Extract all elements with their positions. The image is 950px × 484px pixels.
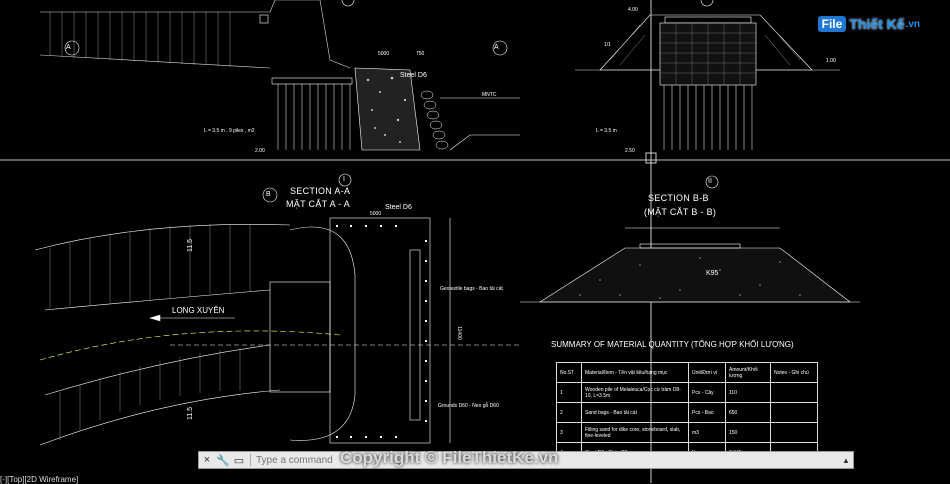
grounds-label: Grounds D60 - Neo gỗ D60 bbox=[438, 403, 499, 409]
steel-d6-plan: Steel D6 bbox=[385, 204, 412, 211]
crosshair-pickbox bbox=[645, 152, 657, 164]
chevron-up-icon[interactable]: ▲ bbox=[842, 455, 850, 465]
marker-ii: II bbox=[708, 178, 712, 185]
table-row: 3 Filling sand for dike core, stoneboard… bbox=[556, 422, 818, 443]
dim-750: 750 bbox=[416, 51, 425, 57]
steel-d6-top: Steel D6 bbox=[400, 72, 427, 79]
table-cell bbox=[770, 382, 818, 403]
table-cell bbox=[770, 422, 818, 443]
wrench-icon[interactable]: 🔧 bbox=[216, 454, 230, 467]
k95-label: K95 bbox=[706, 270, 719, 277]
plan-view bbox=[34, 217, 520, 446]
table-cell: 3 bbox=[556, 422, 582, 443]
table-header-row: No.ST Material/Item - Tên vật liệu/hạng … bbox=[556, 362, 818, 383]
table-header: Unit/Đơn vị bbox=[688, 362, 726, 383]
table-cell: Filling sand for dike core, stoneboard, … bbox=[581, 422, 689, 443]
watermark: Copyright © FileThietKe.vn bbox=[340, 448, 559, 467]
table-cell: Sand bags - Bao tải cát bbox=[581, 402, 689, 423]
material-quantity-table: No.ST Material/Item - Tên vật liệu/hạng … bbox=[556, 362, 818, 463]
table-row: 2 Sand bags - Bao tải cát Pcs - Bao 650 bbox=[556, 402, 818, 423]
summary-title: SUMMARY OF MATERIAL QUANTITY (TỔNG HỢP K… bbox=[551, 340, 794, 349]
table-cell: 150 bbox=[725, 422, 771, 443]
table-header: Material/Item - Tên vật liệu/hạng mục bbox=[581, 362, 689, 383]
dim-11-5-bottom: 11.5 bbox=[187, 406, 195, 421]
dim-11400: 11400 bbox=[455, 326, 462, 340]
section-markers bbox=[64, 0, 719, 203]
table-row: 1 Wooden pile of Melaleuca/Cọc cừ tràm D… bbox=[556, 382, 818, 403]
marker-i: I bbox=[343, 176, 345, 183]
dim-5000: 5000 bbox=[378, 51, 390, 57]
geobag-label: Geotextile bags - Bao tải cát bbox=[440, 286, 503, 292]
separator bbox=[250, 454, 251, 466]
command-line[interactable]: × 🔧 ▭ ▲ bbox=[198, 451, 854, 469]
piles-note: L = 3.5 m , 9 piles , m2 bbox=[204, 128, 255, 134]
close-icon[interactable]: × bbox=[203, 454, 211, 466]
table-cell: 2 bbox=[556, 402, 582, 423]
section-aa-title: SECTION A-A bbox=[290, 186, 351, 196]
logo-box: File bbox=[817, 16, 847, 32]
section-wall-piles bbox=[39, 0, 520, 151]
table-cell: 650 bbox=[725, 402, 771, 423]
long-xuyen-label: LONG XUYÊN bbox=[172, 306, 225, 315]
marker-b: B bbox=[266, 191, 271, 198]
dim-11-5-top: 11.5 bbox=[187, 238, 195, 253]
dim-1-00: 1.00 bbox=[826, 58, 836, 64]
table-header: No.ST bbox=[556, 362, 582, 383]
table-cell: 110 bbox=[725, 382, 771, 403]
command-input[interactable] bbox=[254, 453, 398, 467]
table-cell: 1 bbox=[556, 382, 582, 403]
command-prompt-icon[interactable]: ▭ bbox=[233, 454, 245, 467]
section-bb-title: SECTION B-B bbox=[648, 193, 709, 203]
table-header: Amount/Khối lượng bbox=[725, 362, 771, 383]
slope-label: 1/1 bbox=[604, 42, 611, 48]
table-cell: Pcs - Bao bbox=[688, 402, 726, 423]
section-i-i bbox=[575, 14, 840, 150]
marker-a-left: A bbox=[66, 44, 71, 51]
section-b-b bbox=[520, 227, 860, 303]
marker-a-right: A bbox=[494, 44, 499, 51]
dim-5000-plan: 5000 bbox=[370, 211, 382, 217]
section-bb-subtitle: (MẶT CẮT B - B) bbox=[644, 207, 717, 217]
table-cell: Pcs - Cây bbox=[688, 382, 726, 403]
dim-2-00: 2.00 bbox=[255, 148, 265, 154]
viewport-controls[interactable]: [-][Top][2D Wireframe] bbox=[0, 475, 79, 484]
dim-2-50: 2.50 bbox=[625, 148, 635, 154]
table-cell: Wooden pile of Melaleuca/Cọc cừ tràm D8-… bbox=[581, 382, 689, 403]
table-cell: m3 bbox=[688, 422, 726, 443]
dim-4-00: 4.00 bbox=[628, 7, 638, 13]
logo-text: Thiết Kế bbox=[849, 16, 905, 32]
piles-note-right: L = 3.5 m bbox=[596, 128, 617, 134]
mntc-label: MNTC bbox=[482, 92, 497, 98]
site-logo: File Thiết Kế .vn bbox=[817, 16, 920, 32]
table-cell bbox=[770, 402, 818, 423]
table-header: Notes - Ghi chú bbox=[770, 362, 818, 383]
logo-suffix: .vn bbox=[905, 18, 920, 30]
section-aa-subtitle: MẶT CẮT A - A bbox=[286, 199, 351, 209]
